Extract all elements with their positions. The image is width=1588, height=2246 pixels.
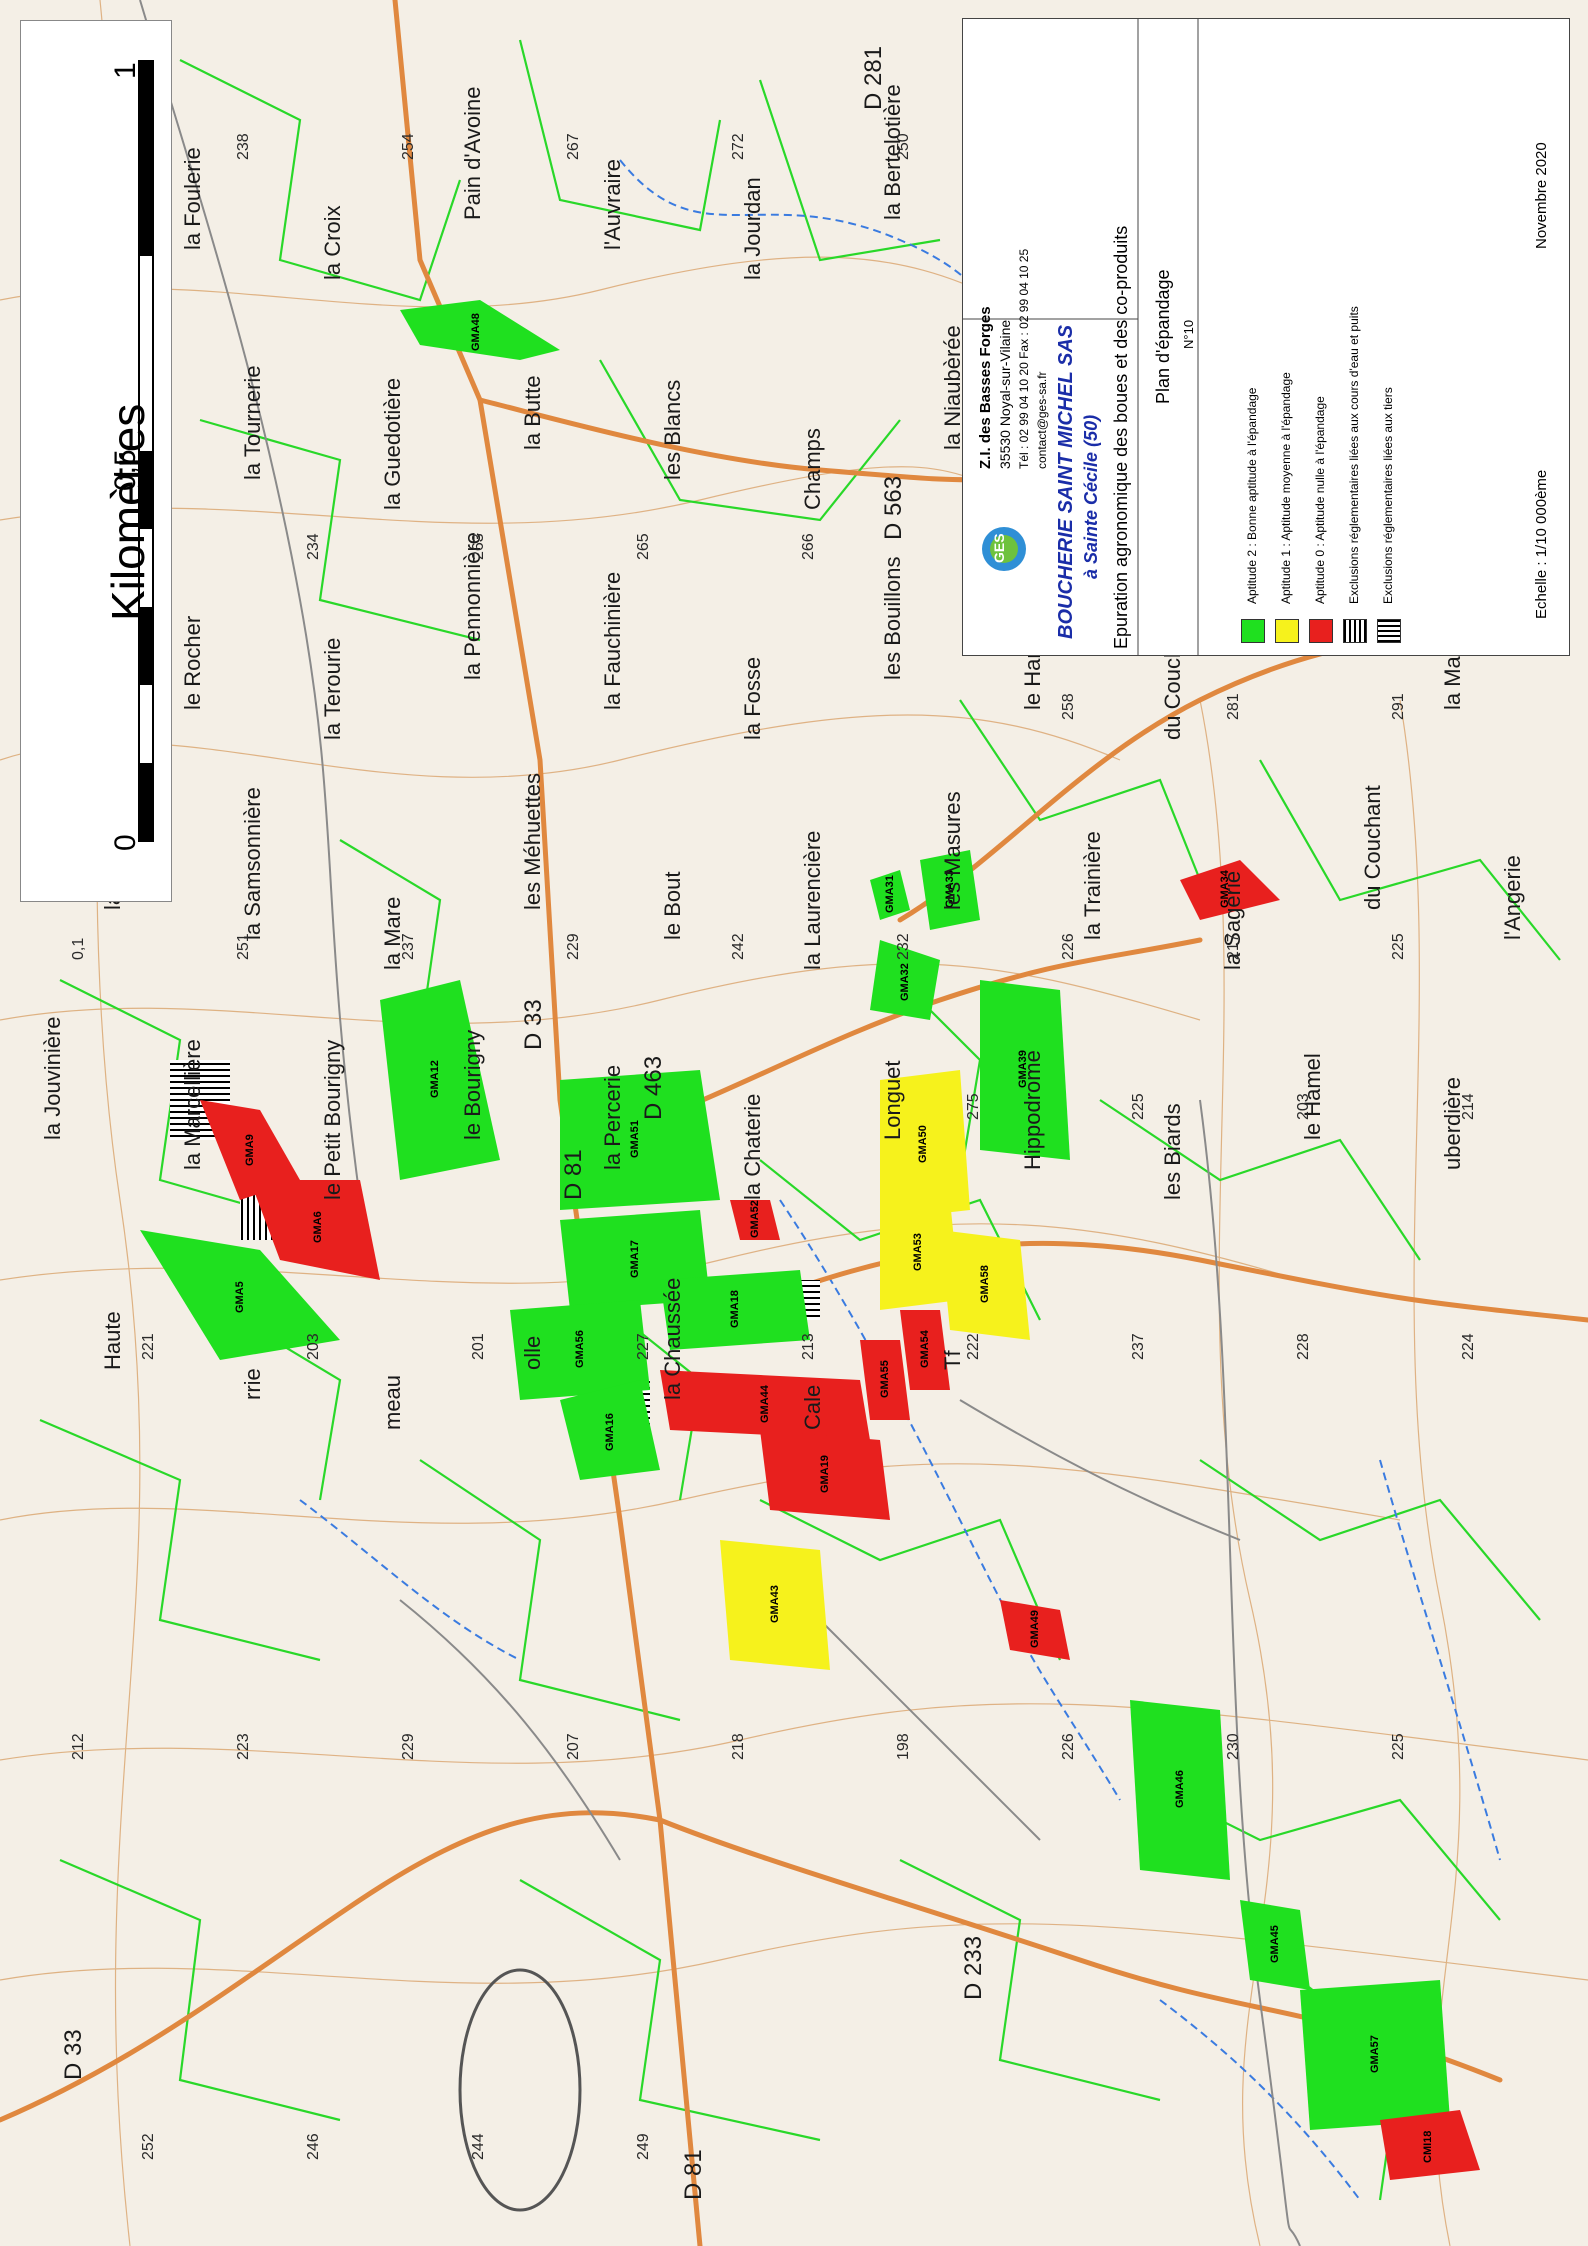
legend-label-1: Aptitude 1 : Aptitude moyenne à l'épanda…	[1279, 372, 1293, 604]
parcel-GMA16[interactable]	[560, 1380, 660, 1480]
legend-label-2: Aptitude 0 : Aptitude nulle à l'épandage	[1313, 396, 1327, 604]
parcel-GMA6[interactable]	[250, 1180, 380, 1280]
legend-label-0: Aptitude 2 : Bonne aptitude à l'épandage	[1245, 387, 1259, 604]
cartouche-frame	[963, 19, 1199, 655]
parcel-GMA48[interactable]	[400, 300, 560, 360]
legend-label-4: Exclusions réglementaires liées aux tier…	[1381, 387, 1395, 604]
parcel-GMA57[interactable]	[1300, 1980, 1450, 2130]
plan-title: Plan d'épandage	[1153, 269, 1173, 404]
parcel-GMA54[interactable]	[900, 1310, 950, 1390]
scale-segment-4	[139, 763, 153, 841]
legend-swatch-1	[1275, 619, 1299, 643]
client-location: à Sainte Cécile (50)	[1081, 414, 1101, 579]
scale-tick-0: 0	[109, 834, 142, 851]
ges-logo-text: GES	[991, 533, 1007, 563]
parcel-GMA45[interactable]	[1240, 1900, 1310, 1990]
parcel-GMA9[interactable]	[200, 1100, 300, 1200]
parcel-CMI18[interactable]	[1380, 2110, 1480, 2180]
parcel-GMA50[interactable]	[880, 1070, 970, 1220]
parcel-GMA49[interactable]	[1000, 1600, 1070, 1660]
parcel-GMA39[interactable]	[980, 980, 1070, 1160]
parcel-GMA56[interactable]	[510, 1300, 650, 1400]
parcel-GMA12[interactable]	[380, 980, 500, 1180]
scale-segment-3	[139, 607, 153, 685]
project-title: Epuration agronomique des boues et des c…	[1111, 225, 1131, 649]
client-name: BOUCHERIE SAINT MICHEL SAS	[1055, 324, 1077, 639]
legend-label-3: Exclusions réglementaires liées aux cour…	[1347, 306, 1361, 604]
legend-swatch-3	[1343, 619, 1367, 643]
parcel-GMA34[interactable]	[1180, 860, 1280, 920]
parcel-GMA51[interactable]	[560, 1070, 720, 1210]
company-email: contact@ges-sa.fr	[1035, 371, 1049, 469]
scale-segment-2	[139, 451, 153, 529]
legend-cartouche: GES Z.I. des Basses Forges 35530 Noyal-s…	[962, 18, 1570, 656]
parcel-GMA52[interactable]	[730, 1200, 780, 1240]
parcel-shapes	[140, 300, 1480, 2180]
map-date: Novembre 2020	[1533, 142, 1550, 249]
hippodrome-track	[458, 1968, 582, 2212]
parcel-GMA53[interactable]	[880, 1200, 960, 1310]
scale-tick-1: 1	[109, 62, 142, 79]
roads-secondary	[139, 0, 1301, 2246]
legend-swatch-0	[1241, 619, 1265, 643]
scale-bar: 0 0,5 1 Kilomètres	[20, 20, 172, 902]
parcel-GMA32[interactable]	[870, 940, 940, 1020]
parcel-GMA31[interactable]	[870, 870, 910, 920]
company-address-1: Z.I. des Basses Forges	[977, 306, 994, 469]
legend-swatch-4	[1377, 619, 1401, 643]
parcel-GMA43[interactable]	[720, 1540, 830, 1670]
plan-number: N°10	[1181, 319, 1196, 349]
parcel-GMA18[interactable]	[660, 1270, 810, 1350]
scale-bar-graphic	[138, 60, 154, 842]
map-scale: Echelle : 1/10 000ème	[1533, 469, 1550, 619]
parcel-GMA19[interactable]	[760, 1430, 890, 1520]
ges-logo: GES	[979, 519, 1029, 579]
parcel-GMA55[interactable]	[860, 1340, 910, 1420]
parcel-GMA44[interactable]	[660, 1370, 870, 1440]
parcel-GMA33[interactable]	[920, 850, 980, 930]
scale-unit-label: Kilomètres	[102, 403, 154, 621]
parcel-GMA46[interactable]	[1130, 1700, 1230, 1880]
parcel-GMA5[interactable]	[140, 1230, 340, 1360]
company-address-2: 35530 Noyal-sur-Vilaine	[997, 319, 1013, 469]
legend-swatch-2	[1309, 619, 1333, 643]
company-phone: Tél : 02 99 04 10 20 Fax : 02 99 04 10 2…	[1017, 248, 1031, 469]
scale-segment-1	[139, 61, 153, 256]
ges-logo-icon	[982, 527, 1026, 571]
parcel-GMA58[interactable]	[940, 1230, 1030, 1340]
